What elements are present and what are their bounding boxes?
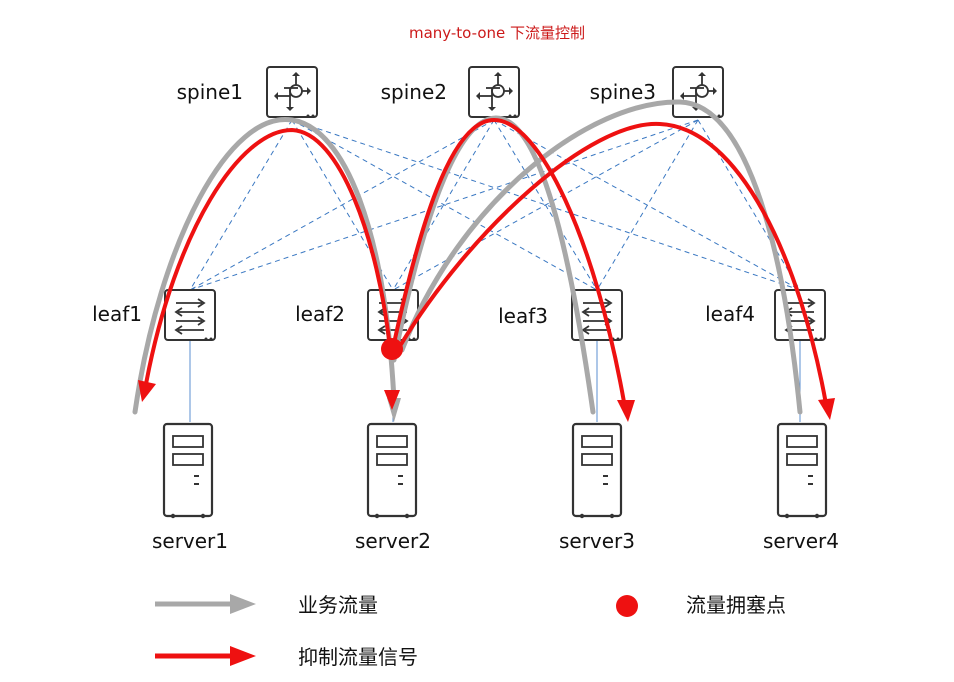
server2-device — [366, 422, 418, 520]
switch-icon — [164, 289, 216, 342]
server4-device — [776, 422, 828, 520]
server4-label: server4 — [763, 529, 839, 553]
spine1-label: spine1 — [177, 80, 243, 104]
legend-suppression-signal-label: 抑制流量信号 — [298, 645, 418, 669]
server-icon — [162, 422, 214, 520]
router-icon — [468, 66, 520, 119]
legend-business-traffic-label: 业务流量 — [298, 593, 378, 617]
server2-label: server2 — [355, 529, 431, 553]
server-icon — [571, 422, 623, 520]
spine3-label: spine3 — [590, 80, 656, 104]
server-icon — [776, 422, 828, 520]
legend-congestion-point-label: 流量拥塞点 — [686, 593, 786, 617]
router-icon — [266, 66, 318, 119]
leaf4-label: leaf4 — [705, 302, 755, 326]
legend-business-traffic: 业务流量 — [155, 593, 378, 617]
server1-label: server1 — [152, 529, 228, 553]
suppression-signal-flows — [138, 117, 835, 422]
diagram-title: many-to-one 下流量控制 — [409, 24, 585, 42]
spine2-device — [468, 66, 520, 119]
spine1-device — [266, 66, 318, 119]
access-links — [189, 340, 801, 422]
leaf1-label: leaf1 — [92, 302, 142, 326]
congestion-point-marker — [381, 338, 403, 360]
leaf2-label: leaf2 — [295, 302, 345, 326]
legend: 业务流量 抑制流量信号 流量拥塞点 — [155, 593, 786, 669]
server-icon — [366, 422, 418, 520]
spine3-device — [672, 66, 724, 119]
leaf1-device — [164, 289, 216, 342]
spine2-label: spine2 — [381, 80, 447, 104]
leaf3-label: leaf3 — [498, 304, 548, 328]
server3-device — [571, 422, 623, 520]
server3-label: server3 — [559, 529, 635, 553]
business-traffic-flows — [132, 99, 803, 422]
router-icon — [672, 66, 724, 119]
legend-congestion-point: 流量拥塞点 — [616, 593, 786, 617]
server1-device — [162, 422, 214, 520]
legend-suppression-signal: 抑制流量信号 — [155, 645, 418, 669]
